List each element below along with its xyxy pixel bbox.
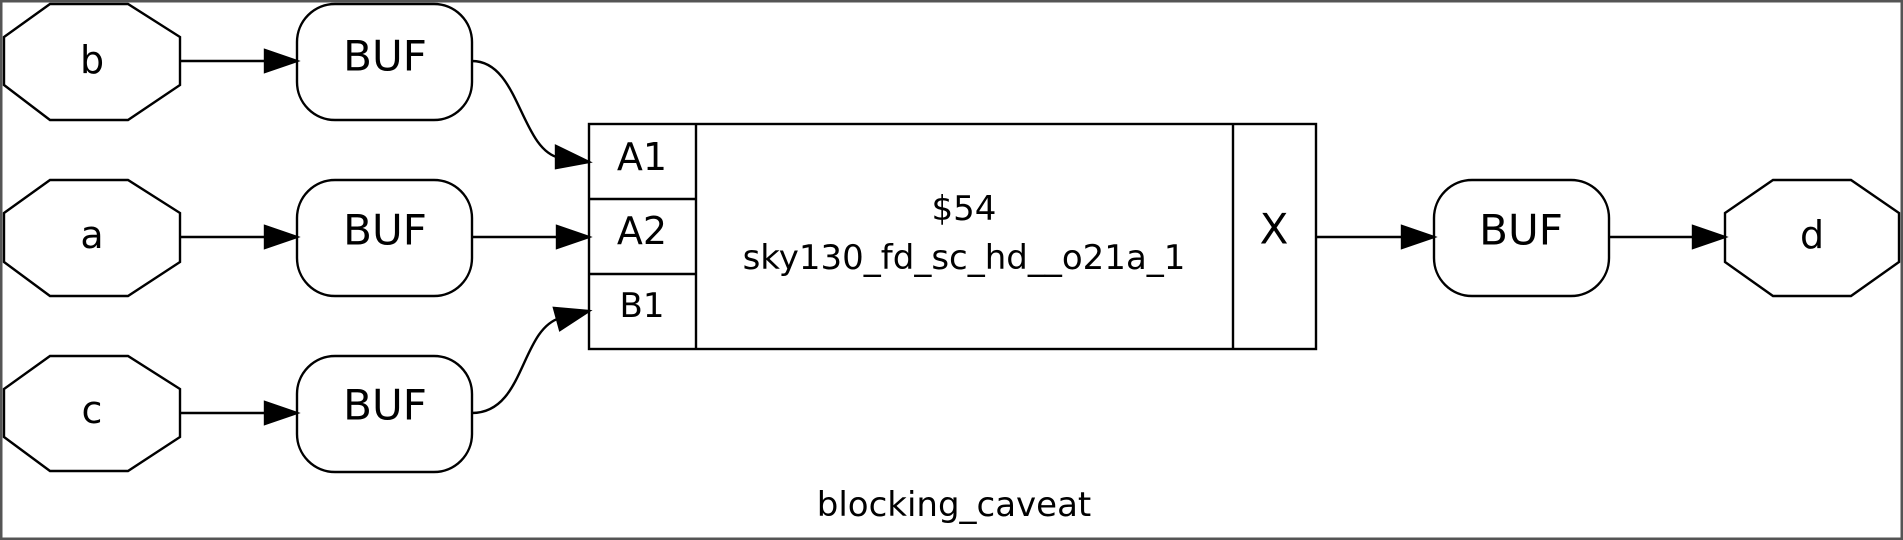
port-b: b [2, 2, 182, 122]
port-b-label: b [80, 38, 104, 82]
edge-a-to-buffer [180, 224, 301, 250]
cell-input-b1: B1 [620, 286, 665, 326]
port-c: c [2, 354, 182, 473]
buffer-c-label: BUF [343, 381, 427, 430]
port-a: a [2, 178, 182, 298]
edge-x-to-buffer [1316, 224, 1438, 250]
port-c-label: c [82, 388, 103, 432]
diagram-caption: blocking_caveat [817, 485, 1092, 525]
buffer-b-label: BUF [343, 32, 427, 81]
edge-b-to-buffer [180, 48, 301, 74]
edge-buffer-to-a2 [472, 224, 593, 250]
edge-buffer-to-a1 [471, 59, 593, 170]
cell-input-a2: A2 [617, 209, 667, 253]
buffer-d-label: BUF [1479, 206, 1563, 255]
cell-output-x: X [1260, 205, 1289, 254]
buffer-a: BUF [295, 178, 474, 298]
edge-c-to-buffer [180, 400, 301, 426]
buffer-d: BUF [1432, 178, 1611, 298]
edge-buffer-to-b1 [471, 306, 593, 415]
cell-type: sky130_fd_sc_hd__o21a_1 [743, 238, 1186, 278]
edge-buffer-to-d [1609, 224, 1729, 250]
cell-input-a1: A1 [617, 135, 667, 179]
buffer-c: BUF [295, 354, 474, 474]
logic-cell: A1 A2 B1 $54 sky130_fd_sc_hd__o21a_1 X [587, 122, 1318, 351]
port-d: d [1723, 178, 1901, 298]
buffer-b: BUF [295, 2, 474, 122]
buffer-a-label: BUF [343, 206, 427, 255]
port-a-label: a [80, 213, 103, 257]
port-d-label: d [1800, 213, 1824, 257]
cell-id: $54 [932, 189, 997, 229]
